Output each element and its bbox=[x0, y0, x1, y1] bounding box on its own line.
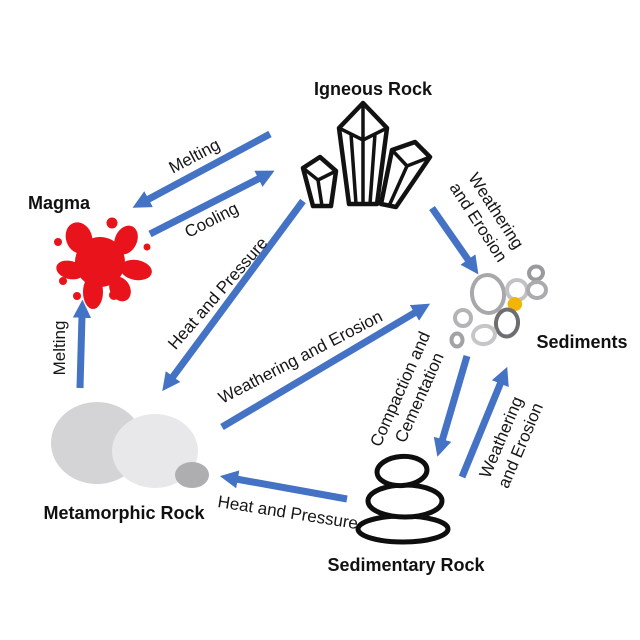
arrow-sediments-to-sedimentary bbox=[433, 355, 471, 457]
arrow-metamorphic-to-magma bbox=[72, 299, 92, 389]
sediments-label: Sediments bbox=[536, 332, 627, 352]
label-weathering-erosion-bottom-right: Weathering and Erosion bbox=[476, 394, 547, 491]
sedimentary-rock-label: Sedimentary Rock bbox=[327, 555, 485, 575]
magma-splat-icon bbox=[54, 217, 152, 309]
sediments-pebbles-icon bbox=[449, 264, 548, 349]
arrow-igneous-to-metamorphic bbox=[162, 198, 306, 392]
sedimentary-cairn-icon bbox=[355, 453, 451, 545]
arrow-metamorphic-to-sediments bbox=[220, 303, 431, 431]
arrow-sedimentary-to-metamorphic bbox=[219, 470, 348, 503]
label-melting-left: Melting bbox=[50, 321, 69, 376]
metamorphic-rock-label: Metamorphic Rock bbox=[43, 503, 205, 523]
arrow-magma-to-igneous bbox=[148, 170, 275, 238]
metamorphic-boulders-icon bbox=[51, 402, 209, 488]
label-weathering-erosion-middle: Weathering and Erosion bbox=[215, 307, 385, 408]
arrow-sedimentary-to-sediments bbox=[458, 366, 509, 479]
arrow-igneous-to-magma bbox=[132, 130, 272, 208]
igneous-rock-label: Igneous Rock bbox=[314, 79, 433, 99]
igneous-crystal-icon bbox=[300, 100, 433, 210]
arrow-igneous-to-sediments bbox=[429, 205, 479, 275]
label-heat-pressure-diagonal: Heat and Pressure bbox=[164, 234, 271, 353]
magma-label: Magma bbox=[28, 193, 91, 213]
process-arrows bbox=[72, 130, 509, 503]
